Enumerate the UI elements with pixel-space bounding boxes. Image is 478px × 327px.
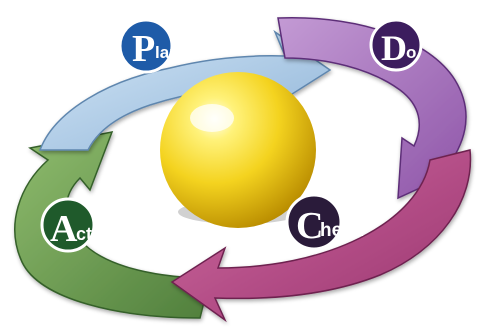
plan-initial: P: [132, 28, 155, 70]
act-badge: A ct: [42, 199, 94, 251]
sphere-highlight: [190, 104, 234, 132]
check-badge: C heck: [287, 195, 364, 249]
do-initial: D: [381, 28, 407, 68]
check-rest: heck: [320, 220, 364, 241]
plan-rest: lan: [155, 43, 180, 62]
do-badge: D o: [371, 20, 421, 70]
act-initial: A: [50, 208, 78, 250]
act-rest: ct: [76, 224, 92, 244]
plan-badge: P lan: [120, 20, 180, 72]
do-rest: o: [406, 43, 416, 62]
